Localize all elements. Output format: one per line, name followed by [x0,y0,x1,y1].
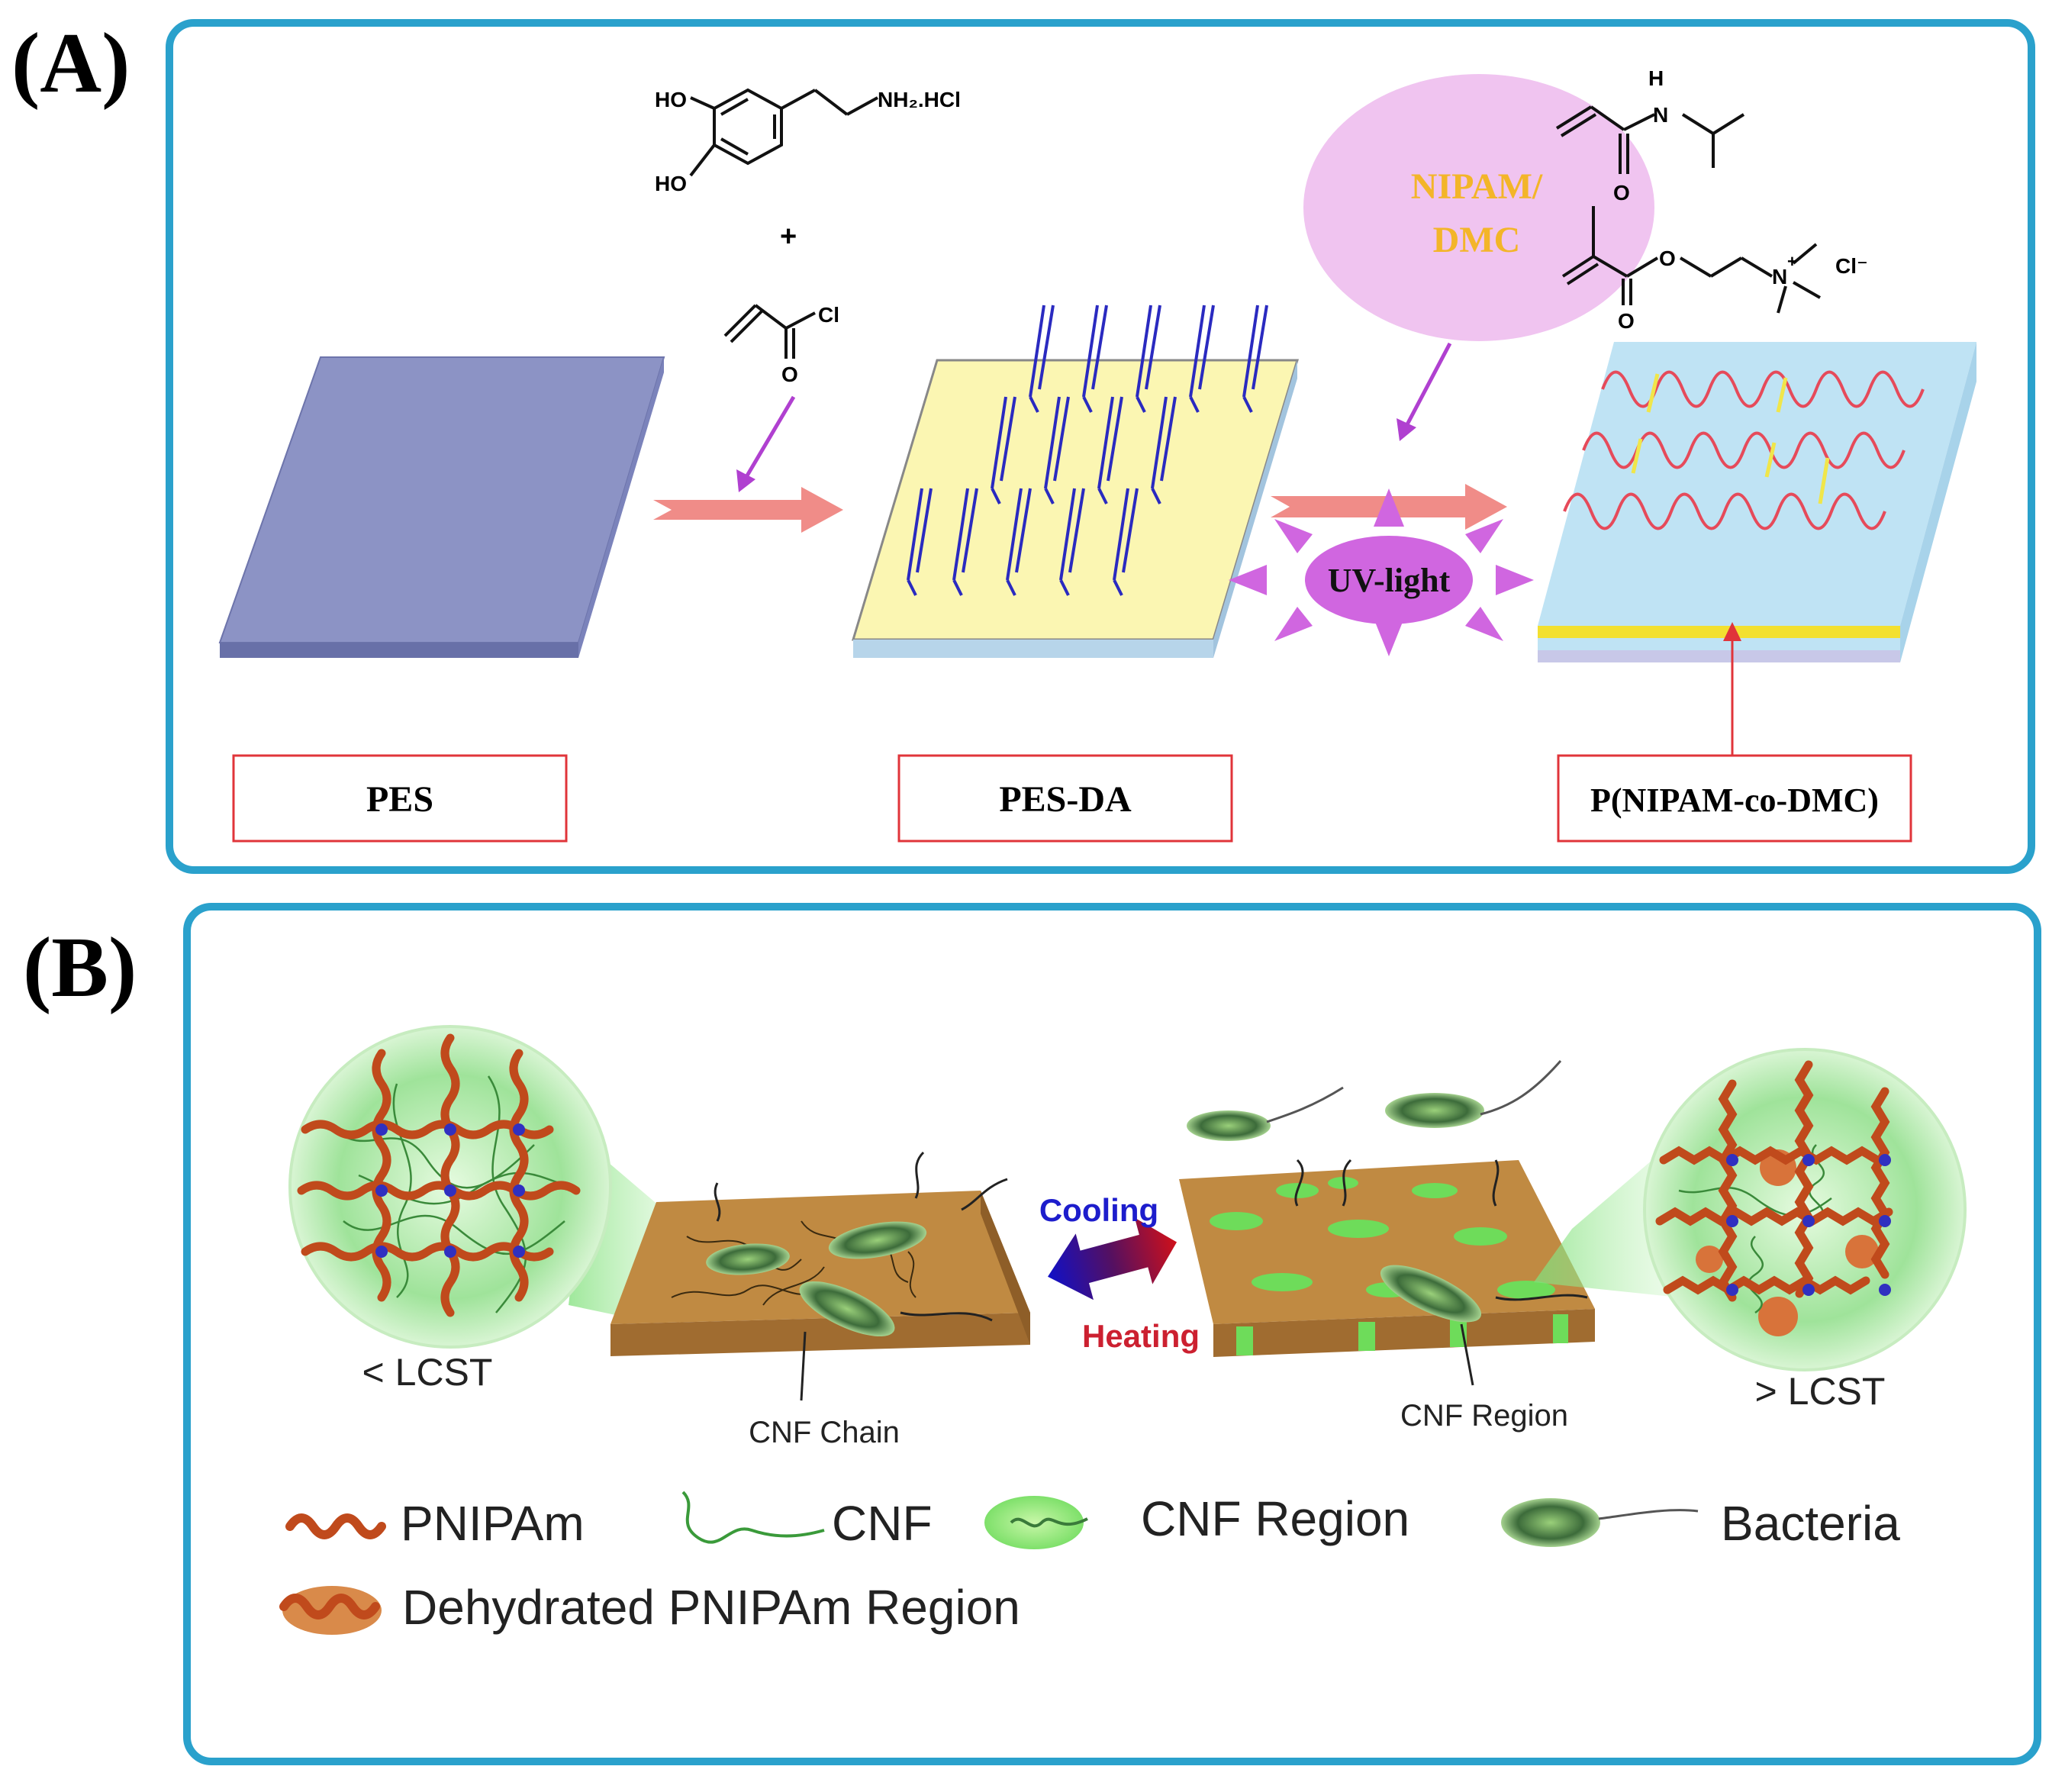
bubble-line-1: NIPAM/ [1411,166,1543,207]
dmc-o-carbonyl: O [1618,309,1635,333]
legend-cnf-region-label: CNF Region [1141,1491,1409,1546]
cooling-label: Cooling [1039,1192,1158,1228]
arrow-pes-to-pesda [653,487,843,533]
vinyl-group [952,488,978,596]
right-zoom-cone [1534,1137,1679,1297]
dopamine-ho-top: HO [655,88,687,111]
plus-sign: + [780,221,797,253]
bubble-line-2: DMC [1433,220,1521,260]
cnf-region-label: CNF Region [1400,1399,1568,1433]
right-slab [1179,1159,1595,1357]
vinyl-group [1242,305,1268,413]
uv-label: UV-light [1328,562,1451,599]
left-network [297,1033,581,1317]
panel-a-label: (A) [11,16,130,111]
pes-da-box-label: PES-DA [999,779,1132,820]
vinyl-group [1059,488,1085,596]
acryloyl-o: O [781,363,798,386]
reagent-pointer-1 [742,395,796,482]
polymer-chain [1563,492,1886,530]
vinyl-group [1189,305,1215,413]
vinyl-group [1029,305,1055,413]
panel-b: (B) [23,903,2041,1765]
right-network [1655,1060,1893,1336]
pes-box [232,754,568,843]
legend-cnf-swatch [681,1491,825,1544]
legend-dehydrated-label: Dehydrated PNIPAm Region [402,1580,1020,1635]
legend-pnipam-swatch [285,1513,386,1539]
panel-b-frame [183,903,2041,1765]
heating-label: Heating [1082,1318,1200,1354]
polymer-chain [1601,370,1925,408]
vinyl-group [991,396,1016,504]
vinyl-group [1113,488,1139,596]
reagent-pointer-2-head [1397,418,1416,441]
nipam-o: O [1613,181,1630,205]
legend-cnf-label: CNF [832,1496,933,1551]
nipam-n: N [1653,103,1668,127]
dopamine-structure [689,88,878,177]
cooling-heating-arrows [1047,1217,1177,1300]
product-pointer-head [1723,622,1741,641]
left-slab [610,1151,1030,1356]
vinyl-group [1136,305,1161,413]
product-box [1557,754,1912,843]
dopamine-amine: NH₂.HCl [878,88,961,111]
vinyl-group [1151,396,1177,504]
dmc-structure [1561,206,1821,314]
dopamine-ho-bottom: HO [655,172,687,195]
panel-b-label: (B) [23,920,137,1015]
cnf-chain-label: CNF Chain [749,1416,900,1449]
legend-cnf-region-swatch [984,1496,1084,1549]
vinyl-group [907,488,933,596]
uv-light-burst [1229,488,1534,656]
nipam-h: H [1648,66,1664,90]
legend: PNIPAm CNF CNF Region Bacteria Dehydrate… [279,1491,1900,1635]
legend-bacteria-swatch [1501,1498,1600,1547]
dmc-o-ester: O [1659,247,1676,270]
acryloyl-chloride-structure [723,304,816,359]
cnf-region-pointer [1460,1323,1474,1386]
vinyl-group [1097,396,1123,504]
nipam-structure [1555,105,1745,174]
left-zoom-label: < LCST [362,1351,493,1394]
pes-membrane [218,356,665,658]
floating-bacteria [1187,1060,1562,1141]
dmc-chloride: Cl⁻ [1835,254,1868,278]
dmc-n-charge: + [1787,252,1797,271]
legend-pnipam-label: PNIPAm [401,1496,585,1551]
vinyl-group [1006,488,1032,596]
reagent-pointer-2 [1403,342,1452,429]
right-zoom-label: > LCST [1755,1370,1886,1413]
vinyl-group [1044,396,1070,504]
vinyl-groups [907,305,1268,596]
legend-bacteria-label: Bacteria [1721,1496,1900,1551]
pes-box-label: PES [366,779,433,820]
pes-da-box [897,754,1233,843]
product-box-label: P(NIPAM-co-DMC) [1590,782,1879,819]
reagent-pointer-1-head [736,469,755,492]
acryloyl-cl: Cl [818,303,839,327]
dmc-n: N [1772,265,1787,288]
cnf-chain-pointer [800,1331,807,1401]
product-membrane [1538,342,1976,662]
panel-a: (A) HO HO NH₂.HCl + [11,16,2035,874]
panel-a-frame [166,19,2035,874]
vinyl-group [1082,305,1108,413]
